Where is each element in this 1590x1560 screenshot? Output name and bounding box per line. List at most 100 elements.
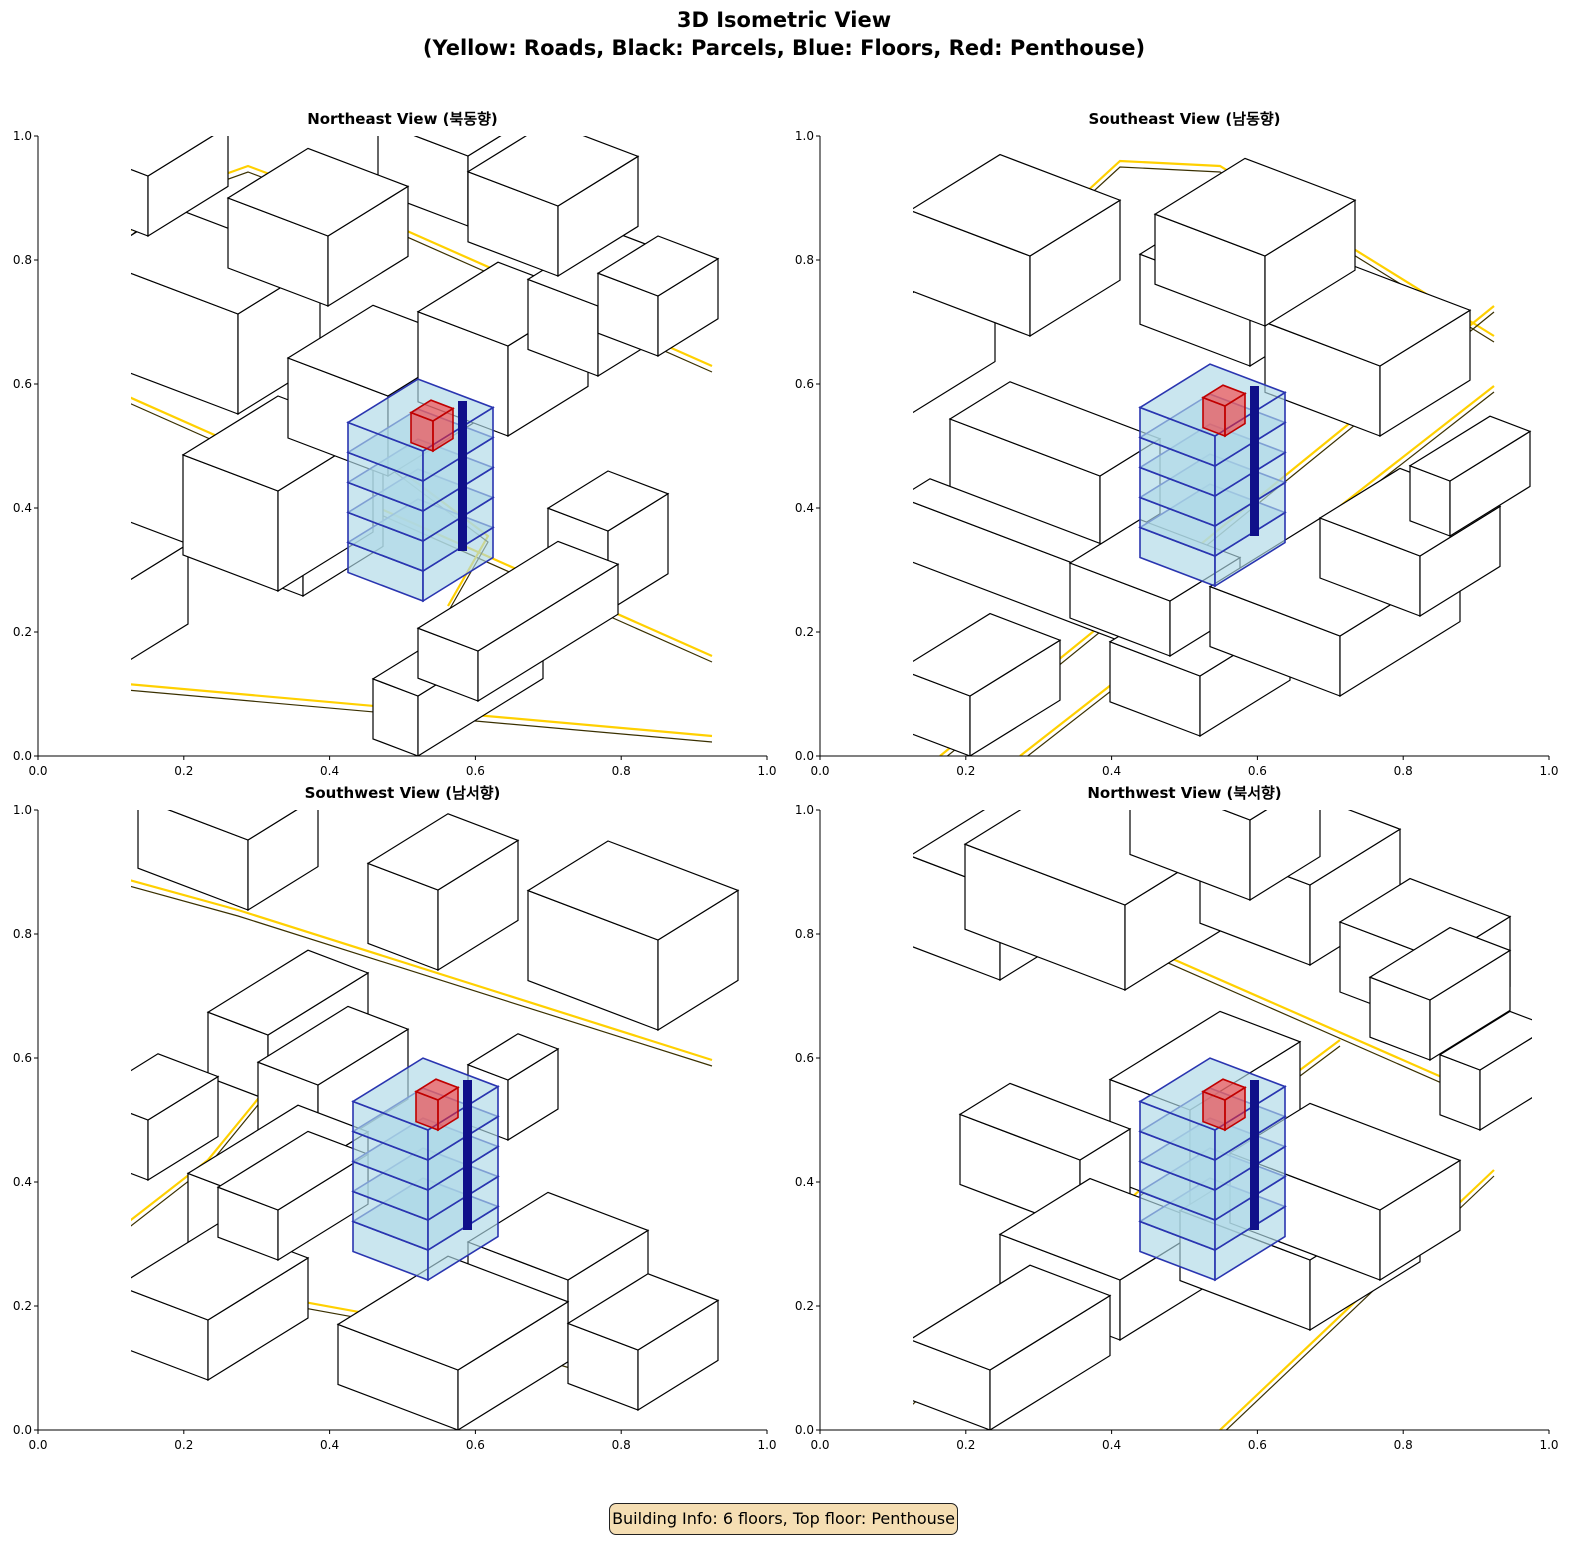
parcel-building-top bbox=[1408, 415, 1532, 482]
x-tick-label: 0.6 bbox=[466, 764, 485, 778]
x-tick-label: 0.4 bbox=[1102, 764, 1121, 778]
panel-title: Southeast View (남동향) bbox=[1088, 110, 1281, 128]
parcel-building-face bbox=[147, 136, 229, 238]
parcel-building-face bbox=[1249, 810, 1321, 902]
building-info-box: Building Info: 6 floors, Top floor: Pent… bbox=[609, 1503, 958, 1535]
core-shaft bbox=[1250, 386, 1259, 536]
x-tick-label: 0.2 bbox=[174, 1438, 193, 1452]
penthouse-block-top bbox=[414, 1078, 460, 1101]
y-tick-label: 1.0 bbox=[795, 129, 814, 143]
parcel-building bbox=[137, 810, 319, 912]
x-tick-label: 0.8 bbox=[1394, 764, 1413, 778]
x-tick-label: 0.4 bbox=[1102, 1438, 1121, 1452]
parcel-building-top bbox=[131, 1053, 220, 1121]
y-tick-label: 0.2 bbox=[13, 1299, 32, 1313]
scene-inner bbox=[913, 153, 1532, 756]
parcel-building bbox=[28, 521, 190, 686]
y-tick-label: 0.0 bbox=[13, 749, 32, 763]
parcel-building bbox=[416, 540, 620, 703]
x-tick-label: 0.2 bbox=[174, 764, 193, 778]
scene bbox=[913, 810, 1532, 1430]
parcel-building bbox=[366, 813, 520, 972]
parcel-building-top bbox=[596, 235, 720, 297]
penthouse-block bbox=[1201, 1078, 1247, 1132]
scene-inner bbox=[131, 810, 740, 1430]
y-tick-label: 0.4 bbox=[795, 501, 814, 515]
y-tick-label: 0.8 bbox=[13, 927, 32, 941]
parcel-building-top bbox=[413, 136, 502, 157]
x-tick-label: 0.6 bbox=[466, 1438, 485, 1452]
y-tick-label: 1.0 bbox=[13, 129, 32, 143]
penthouse-block bbox=[414, 1078, 460, 1132]
y-tick-label: 0.8 bbox=[13, 253, 32, 267]
parcel-building bbox=[566, 1273, 720, 1412]
parcel-building-top bbox=[1221, 810, 1268, 821]
parcel-building bbox=[131, 136, 229, 238]
parcel-building-top bbox=[226, 147, 410, 237]
x-tick-label: 0.0 bbox=[810, 764, 829, 778]
parcel-building bbox=[1129, 810, 1321, 902]
parcel-building-top bbox=[466, 1033, 560, 1081]
penthouse-block-top bbox=[409, 399, 455, 422]
parcel-building bbox=[466, 136, 640, 278]
parcel-building-top bbox=[913, 1264, 1112, 1371]
x-tick-label: 1.0 bbox=[757, 1438, 776, 1452]
scene-inner bbox=[28, 136, 720, 756]
parcel-building-top bbox=[206, 949, 370, 1036]
scene bbox=[913, 153, 1532, 756]
parcel-building-top bbox=[526, 840, 740, 941]
parcel-building-face bbox=[247, 810, 319, 912]
x-tick-label: 0.4 bbox=[320, 1438, 339, 1452]
y-tick-label: 0.6 bbox=[795, 1051, 814, 1065]
x-tick-label: 0.4 bbox=[320, 764, 339, 778]
parcel-building bbox=[216, 1130, 370, 1262]
x-tick-label: 0.2 bbox=[956, 764, 975, 778]
y-tick-label: 0.6 bbox=[13, 1051, 32, 1065]
parcel-building-top bbox=[958, 1082, 1132, 1161]
core-shaft bbox=[1250, 1080, 1259, 1230]
core-shaft bbox=[463, 1080, 472, 1230]
parcel-building-top bbox=[131, 136, 214, 177]
title-line-2: (Yellow: Roads, Black: Parcels, Blue: Fl… bbox=[422, 36, 1146, 60]
parcel-building-face bbox=[28, 583, 88, 686]
parcel-building bbox=[596, 235, 720, 358]
y-tick-label: 0.8 bbox=[795, 927, 814, 941]
x-tick-label: 1.0 bbox=[1539, 1438, 1558, 1452]
parcel-building-top bbox=[216, 1130, 370, 1211]
x-tick-label: 0.8 bbox=[612, 1438, 631, 1452]
panel-title: Northwest View (북서향) bbox=[1087, 784, 1282, 802]
x-tick-label: 0.6 bbox=[1248, 764, 1267, 778]
y-tick-label: 0.4 bbox=[13, 501, 32, 515]
x-tick-label: 1.0 bbox=[757, 764, 776, 778]
penthouse-block bbox=[1201, 384, 1247, 438]
parcel-boundary-line bbox=[131, 885, 713, 1067]
panel-title: Southwest View (남서향) bbox=[304, 784, 501, 802]
parcel-building-top bbox=[366, 813, 520, 891]
y-tick-label: 0.2 bbox=[795, 625, 814, 639]
parcel-building-top bbox=[566, 1273, 720, 1351]
parcel-building-top bbox=[256, 1005, 410, 1086]
y-tick-label: 1.0 bbox=[13, 803, 32, 817]
parcel-building bbox=[131, 1053, 220, 1182]
road-line bbox=[131, 879, 713, 1062]
scene-inner bbox=[913, 810, 1532, 1430]
title-line-1: 3D Isometric View bbox=[676, 8, 892, 32]
x-tick-label: 0.8 bbox=[612, 764, 631, 778]
y-tick-label: 0.4 bbox=[795, 1175, 814, 1189]
y-tick-label: 0.8 bbox=[795, 253, 814, 267]
parcel-building bbox=[1153, 157, 1357, 328]
parcel-building-top bbox=[1368, 926, 1512, 1001]
y-tick-label: 0.0 bbox=[795, 1423, 814, 1437]
parcel-building bbox=[526, 840, 740, 1032]
parcel-building-top bbox=[131, 521, 190, 581]
parcel-building bbox=[913, 1264, 1112, 1430]
y-tick-label: 0.0 bbox=[795, 749, 814, 763]
y-tick-label: 0.2 bbox=[13, 625, 32, 639]
parcel-building-top bbox=[466, 136, 640, 207]
panel-title: Northeast View (북동향) bbox=[307, 110, 498, 128]
parcel-building-top bbox=[1438, 1010, 1532, 1071]
parcel-building-top bbox=[913, 153, 1122, 257]
